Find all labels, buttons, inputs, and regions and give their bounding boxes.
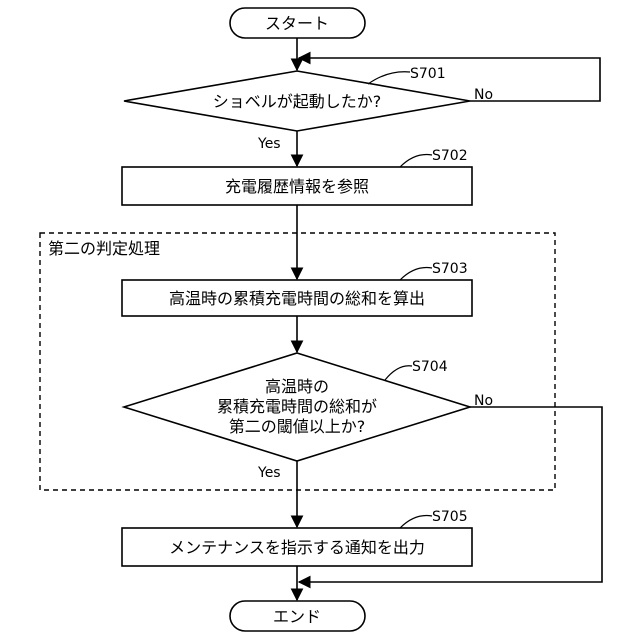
s704-step-id: S704 [412,359,448,375]
process-s705-label: メンテナンスを指示する通知を出力 [169,538,425,557]
s705-leader-line [400,516,432,529]
start-label: スタート [265,14,329,33]
s704-yes-label: Yes [257,465,281,481]
process-s703-label: 高温時の累積充電時間の総和を算出 [169,289,425,308]
s702-step-id: S702 [432,148,468,164]
s704-leader-line [385,366,412,380]
s701-leader-line [368,72,410,84]
decision-s704-line1: 高温時の [265,377,329,396]
s703-leader-line [400,268,432,281]
decision-s704-line3: 第二の閾値以上か? [229,417,366,436]
process-s702-label: 充電履歴情報を参照 [225,177,369,196]
s701-step-id: S701 [410,66,446,82]
decision-s704-line2: 累積充電時間の総和が [217,397,377,416]
end-label: エンド [273,607,321,626]
s701-yes-label: Yes [257,136,281,152]
s705-step-id: S705 [432,509,468,525]
s701-no-label: No [474,87,493,103]
decision-s701-label: ショベルが起動したか? [213,92,382,111]
second-judgment-group-label: 第二の判定処理 [48,239,160,258]
s702-leader-line [400,155,432,168]
s704-no-label: No [474,393,493,409]
s703-step-id: S703 [432,261,468,277]
